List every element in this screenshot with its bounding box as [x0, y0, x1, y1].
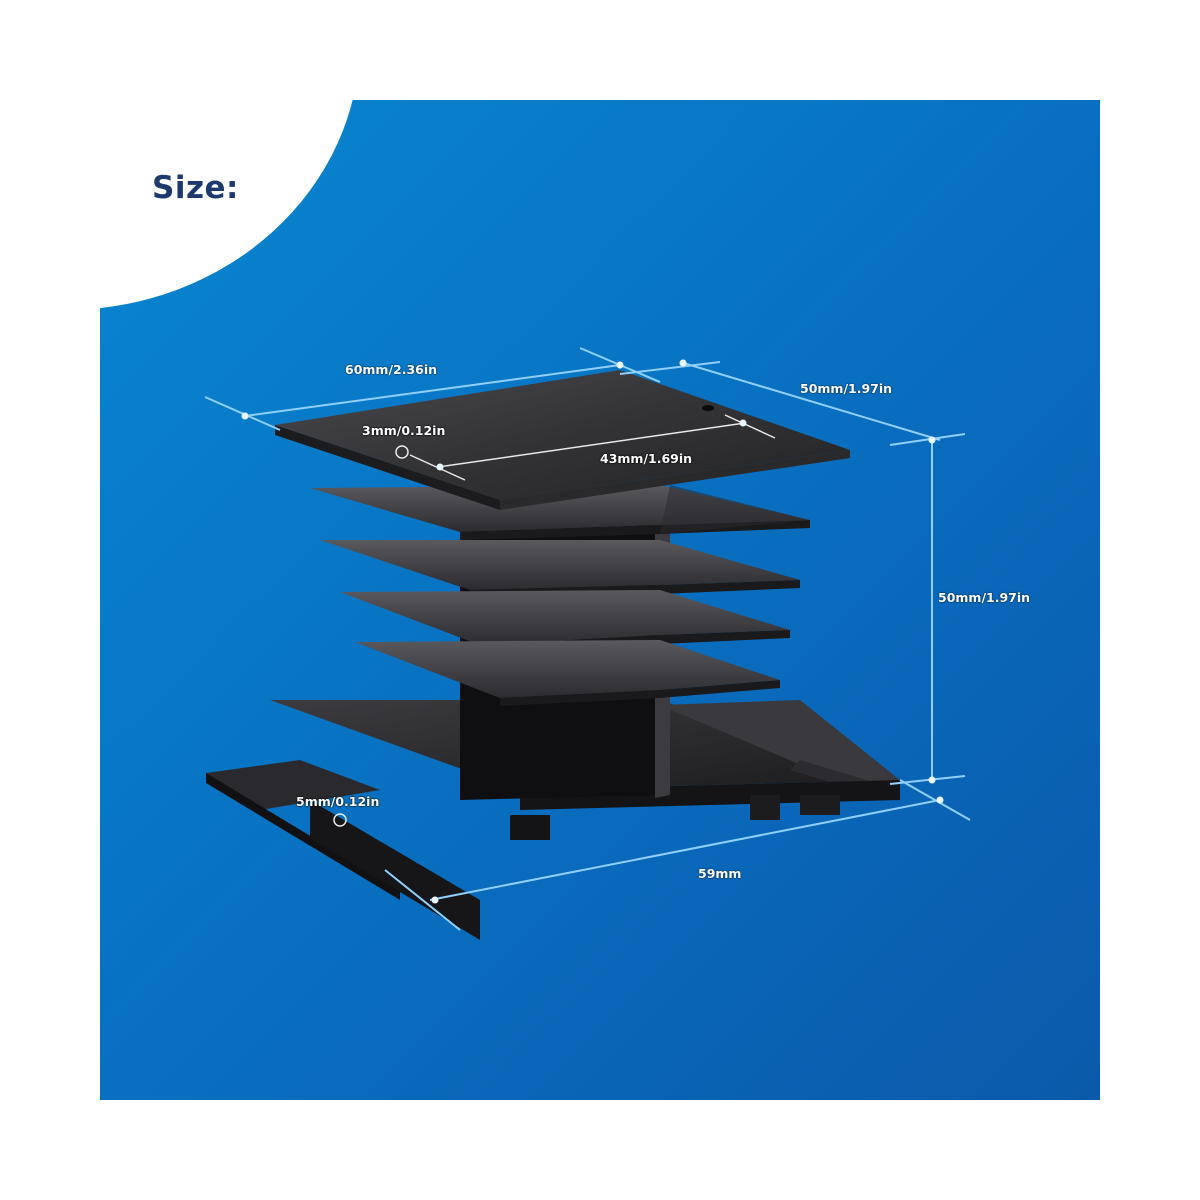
base-hole-diameter-label: 5mm/0.12in [296, 794, 380, 809]
dimension-endpoints [241, 359, 944, 904]
page-title: Size: [152, 170, 239, 206]
dimension-lines [204, 347, 971, 931]
base-length-label: 59mm [698, 866, 742, 881]
product-image-panel: Size: [100, 100, 1100, 1100]
heatsink-fins [310, 485, 810, 706]
top-length-label: 60mm/2.36in [345, 362, 438, 377]
heatsink-top-plate [275, 370, 850, 510]
heatsink-illustration [204, 347, 971, 940]
top-depth-label: 50mm/1.97in [800, 381, 893, 396]
top-hole-diameter-label: 3mm/0.12in [362, 423, 446, 438]
hole-spacing-label: 43mm/1.69in [600, 451, 693, 466]
height-label: 50mm/1.97in [938, 590, 1031, 605]
